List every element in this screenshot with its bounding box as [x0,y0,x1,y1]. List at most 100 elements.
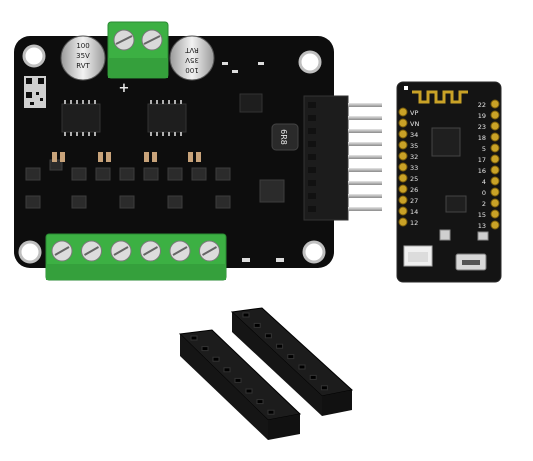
header-pin-socket [308,180,316,186]
esp32-pad-right [490,154,500,164]
esp32-pad-left [398,173,408,183]
usb-uart-chip [445,195,467,213]
motor-driver-board: 100 35V RVT 100 35V RVT + [14,21,382,281]
esp32-pin-label-right: 0 [482,189,486,197]
capacitor-left-series: RVT [76,62,90,70]
header-pin-socket [308,102,316,108]
esp32-pad-right [490,187,500,197]
female-header-hole [276,343,284,349]
capacitor-right: 100 35V RVT [169,35,215,81]
esp32-pin-label-right: 16 [478,167,486,175]
female-header-hole [309,374,317,380]
header-pin [348,194,382,198]
female-header-hole [242,312,250,318]
esp32-pad-right [490,99,500,109]
sense-resistors [52,152,201,162]
boot-button [477,231,489,241]
esp32-pad-right [490,220,500,230]
esp32-pad-right [490,165,500,175]
mounting-hole [298,50,322,74]
esp32-pcb [396,81,502,283]
female-header-front [178,329,302,440]
esp32-pad-right [490,121,500,131]
header-pin-socket [308,154,316,160]
female-header-hole [201,346,209,352]
female-header-hole [253,322,261,328]
female-header-hole [190,335,198,341]
component-row [25,159,285,209]
female-header-hole [212,356,220,362]
esp32-pad-left [398,140,408,150]
esp32-pin-label-left: 12 [410,219,418,227]
esp32-pin-label-right: 2 [482,200,486,208]
header-pin [348,116,382,120]
esp32-pin-label-left: 25 [410,175,418,183]
driver-chip-left [61,100,101,136]
header-pin [348,142,382,146]
esp32-pad-left [398,107,408,117]
esp32-pin-label-left: 32 [410,153,418,161]
esp32-pad-left [398,184,408,194]
esp32-pin-label-left: 34 [410,131,418,139]
esp32-pin-label-right: 5 [482,145,486,153]
esp32-pin-label-right: 23 [478,123,486,131]
female-header-hole [267,409,275,415]
header-pin-socket [308,141,316,147]
female-header-hole [264,333,272,339]
esp32-pin-label-left: 35 [410,142,418,150]
terminal-screw-slot [54,246,70,256]
header-pin-socket [308,128,316,134]
terminal-screw-slot [143,246,158,256]
female-header-hole [298,364,306,370]
plus-marking: + [119,81,130,96]
inductor-marking: 6R8 [279,129,288,145]
header-pin [348,103,382,107]
esp32-pin-label-right: 4 [482,178,486,186]
qr-code [24,76,46,108]
esp32-pin-label-left: 26 [410,186,418,194]
smd-parts [222,62,284,262]
header-pin [348,129,382,133]
terminal-screw-slot [202,246,217,256]
esp32-pad-left [398,118,408,128]
esp32-pin-label-left: VN [410,120,419,128]
header-pin [348,207,382,211]
terminal-screw-slot [113,246,129,256]
esp32-pin-label-right: 17 [478,156,486,164]
female-header-hole [234,377,242,383]
esp32-pad-left [398,195,408,205]
esp32-pin-label-right: 18 [478,134,486,142]
female-header-hole [287,354,295,360]
capacitor-right-series: RVT [185,46,199,54]
esp32-pad-left [398,217,408,227]
capacitor-right-value: 100 [185,66,198,74]
esp32-pin-label-left: 33 [410,164,418,172]
capacitor-left-value: 100 [76,42,89,50]
esp32-pad-left [398,206,408,216]
esp32-pin-label-right: 13 [478,222,486,230]
esp32-pin-label-right: 19 [478,112,486,120]
terminal-screw-slot [84,246,99,256]
capacitor-right-voltage: 35V [185,56,199,64]
header-pin-socket [308,115,316,121]
female-header-hole [256,399,264,405]
micro-usb-opening [462,260,480,265]
inductor: 6R8 [271,123,299,151]
header-pin [348,181,382,185]
esp32-chip [431,127,461,157]
header-pin-socket [308,193,316,199]
esp32-pad-left [398,162,408,172]
esp32-pin-label-left: 14 [410,208,418,216]
regulator-chip [239,93,263,113]
terminal-screw-slot [172,246,188,256]
header-pin-socket [308,167,316,173]
capacitor-left-voltage: 35V [76,52,90,60]
female-header-hole [223,367,231,373]
esp32-pin-label-right: 22 [478,101,486,109]
esp32-pad-left [398,151,408,161]
capacitor-left: 100 35V RVT [60,35,106,81]
esp32-pad-right [490,198,500,208]
mounting-hole [302,240,326,264]
